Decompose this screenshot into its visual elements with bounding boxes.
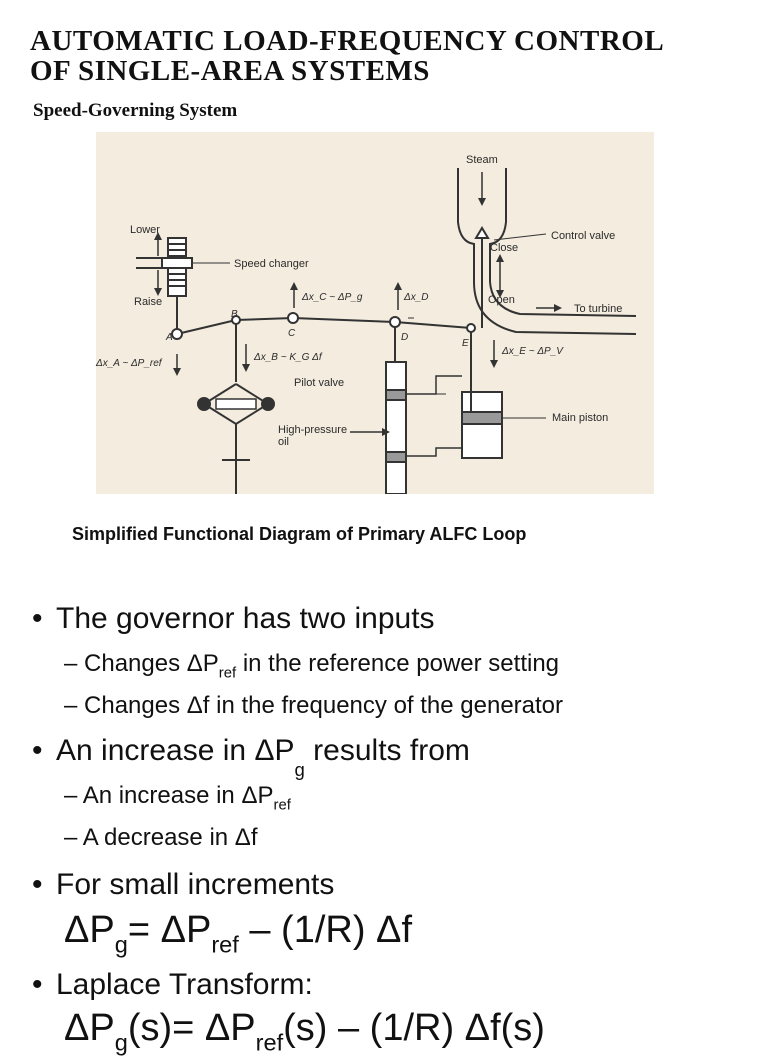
point-b: B [231,309,238,320]
speed-governing-diagram: Steam Lower Raise Speed changer Control … [96,132,654,494]
label-high-pressure-oil: High-pressure oil [278,424,348,448]
point-a: A [166,332,173,343]
bullet-governor-inputs: •The governor has two inputs [32,602,435,635]
label-dx-e: Δx_E ~ ΔP_V [502,346,563,357]
label-main-piston: Main piston [552,412,609,424]
equation-small-increments: ΔPg= ΔPref – (1/R) Δf [64,909,413,958]
sub-bullet-reference-power: – Changes ΔPref in the reference power s… [64,650,560,682]
label-open: Open [488,294,515,306]
point-d: D [401,332,409,343]
slide-title: AUTOMATIC LOAD-FREQUENCY CONTROL OF SING… [30,26,664,86]
bullet-small-increments: •For small increments [32,868,335,901]
label-dx-d: Δx_D [404,292,429,303]
diagram-drawing [136,168,637,494]
sub-bullet-increase-pref: – An increase in ΔPref [64,782,291,814]
label-dx-a: Δx_A ~ ΔP_ref [96,358,162,369]
sub-bullet-frequency: – Changes Δf in the frequency of the gen… [64,692,564,719]
label-dx-b: Δx_B ~ K_G Δf [254,352,322,363]
label-dx-c: Δx_C ~ ΔP_g [302,292,363,303]
point-e: E [462,338,469,349]
diagram-caption: Simplified Functional Diagram of Primary… [72,524,527,544]
point-c: C [288,328,296,339]
label-lower: Lower [130,224,160,236]
title-line-2: OF SINGLE-AREA SYSTEMS [30,55,430,87]
bullet-increase-pg: •An increase in ΔPg results from [32,734,470,780]
label-close: Close [490,242,519,254]
section-subtitle: Speed-Governing System [33,100,238,121]
label-raise: Raise [134,296,163,308]
label-pilot-valve: Pilot valve [294,377,345,389]
title-line-1: AUTOMATIC LOAD-FREQUENCY CONTROL [30,25,665,57]
label-control-valve: Control valve [551,230,616,242]
sub-bullet-decrease-f: – A decrease in Δf [64,824,258,851]
label-steam: Steam [466,154,498,166]
equation-laplace: ΔPg(s)= ΔPref(s) – (1/R) Δf(s) [64,1007,545,1056]
label-to-turbine: To turbine [574,303,623,315]
label-speed-changer: Speed changer [234,258,309,270]
bullet-laplace: •Laplace Transform: [32,968,313,1001]
